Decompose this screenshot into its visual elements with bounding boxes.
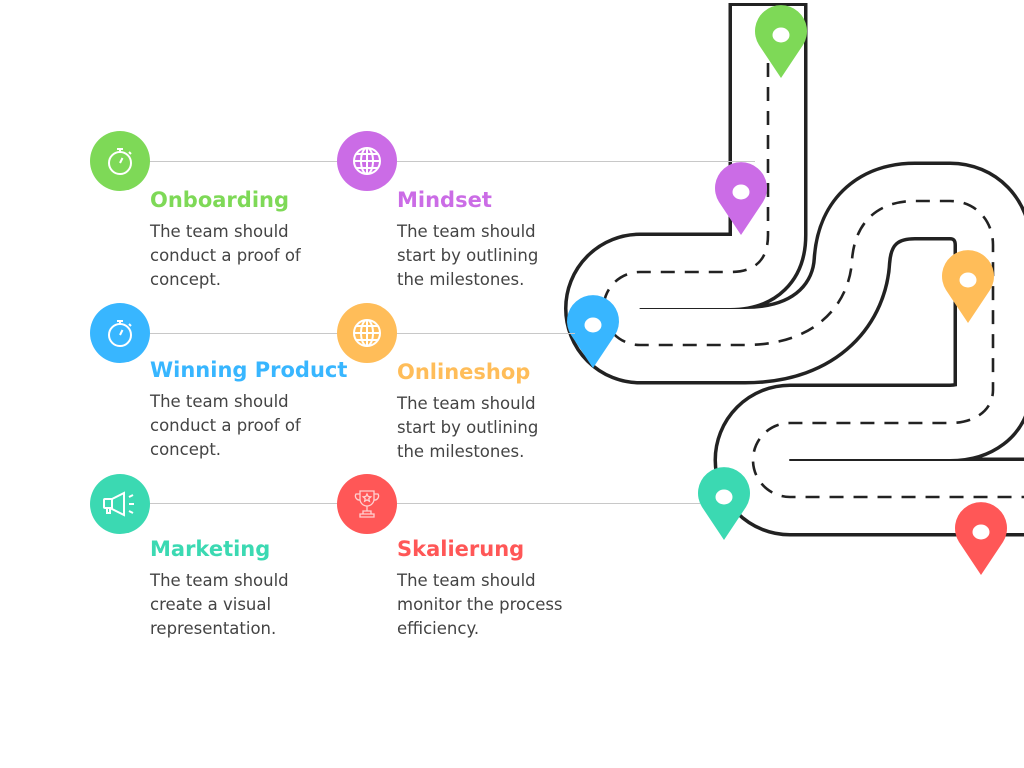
description-line: efficiency.: [397, 619, 480, 638]
step-description: The team should conduct a proof of concept…: [150, 390, 370, 462]
description-line: monitor the process: [397, 595, 563, 614]
description-line: the milestones.: [397, 270, 525, 289]
step-title: Mindset: [397, 188, 492, 212]
description-line: The team should: [397, 394, 536, 413]
map-pin-hole: [772, 27, 790, 43]
description-line: The team should: [397, 571, 536, 590]
step-icon-circle: [337, 131, 397, 191]
map-pin-hole: [732, 184, 750, 200]
description-line: The team should: [150, 222, 289, 241]
description-line: concept.: [150, 440, 222, 459]
connector-line: [148, 503, 700, 504]
step-icon-circle: [90, 131, 150, 191]
description-line: create a visual: [150, 595, 272, 614]
road-center-dashes: [602, 15, 1024, 499]
description-line: concept.: [150, 270, 222, 289]
description-line: representation.: [150, 619, 277, 638]
description-line: The team should: [150, 392, 289, 411]
globe-icon: [350, 144, 384, 178]
step-title: Winning Product: [150, 358, 348, 382]
step-description: The team should conduct a proof of concept…: [150, 220, 370, 292]
step-icon-circle: [90, 474, 150, 534]
trophy-icon: [350, 487, 384, 521]
stopwatch-icon: [103, 144, 137, 178]
step-title: Marketing: [150, 537, 271, 561]
globe-icon: [350, 316, 384, 350]
step-icon-circle: [90, 303, 150, 363]
step-title: Skalierung: [397, 537, 525, 561]
step-description: The team should monitor the process effici…: [397, 569, 617, 641]
description-line: conduct a proof of: [150, 246, 301, 265]
map-pin-hole: [715, 489, 733, 505]
step-title: Onboarding: [150, 188, 290, 212]
step-title: Onlineshop: [397, 360, 531, 384]
description-line: The team should: [397, 222, 536, 241]
step-description: The team should create a visual representa…: [150, 569, 370, 641]
stopwatch-icon: [103, 316, 137, 350]
map-pin-hole: [972, 524, 990, 540]
step-icon-circle: [337, 303, 397, 363]
description-line: the milestones.: [397, 442, 525, 461]
step-icon-circle: [337, 474, 397, 534]
description-line: start by outlining: [397, 246, 539, 265]
description-line: conduct a proof of: [150, 416, 301, 435]
map-pin-hole: [584, 317, 602, 333]
connector-line: [148, 161, 755, 162]
step-description: The team should start by outlining the mil…: [397, 220, 617, 292]
megaphone-icon: [100, 487, 140, 521]
description-line: The team should: [150, 571, 289, 590]
map-pin-hole: [959, 272, 977, 288]
description-line: start by outlining: [397, 418, 539, 437]
step-description: The team should start by outlining the mil…: [397, 392, 617, 464]
